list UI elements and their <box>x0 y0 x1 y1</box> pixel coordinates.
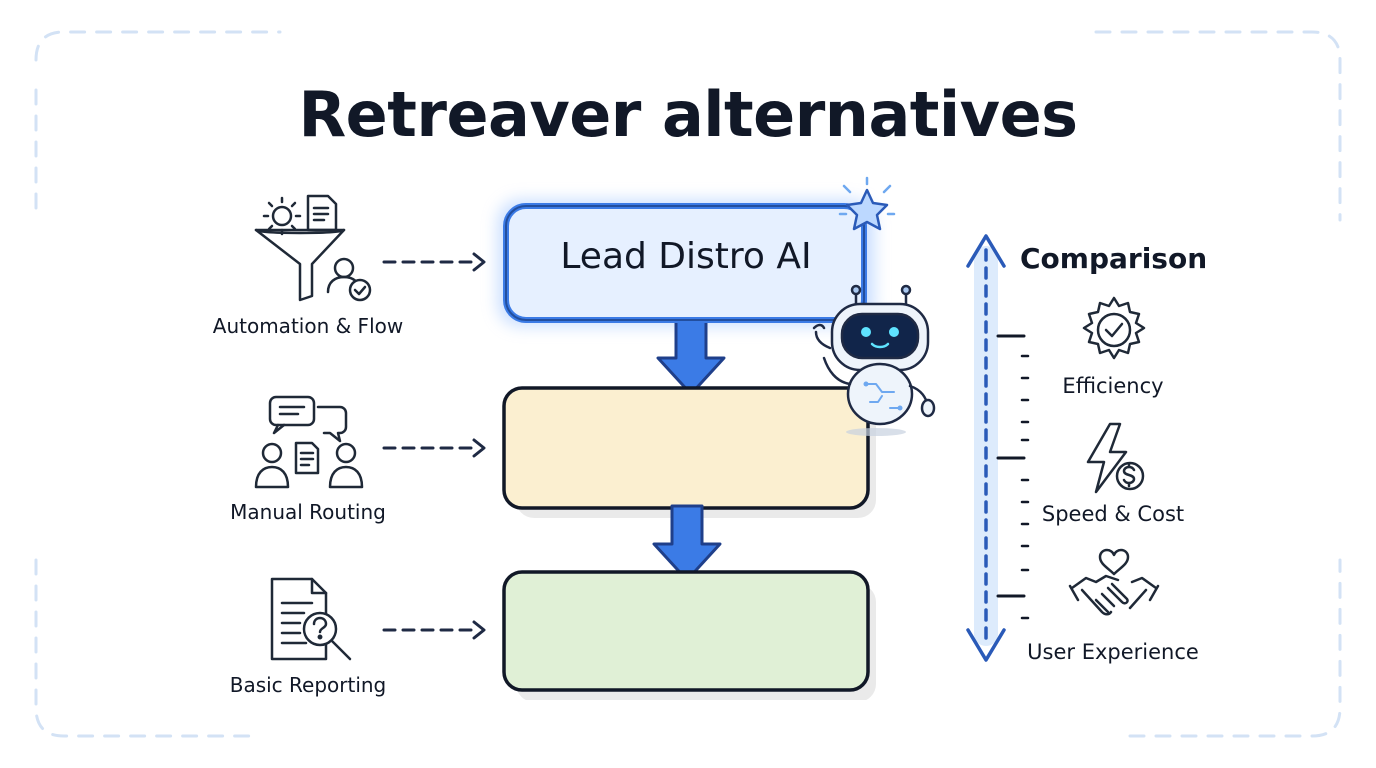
center-stack <box>498 200 876 700</box>
right-label-speed-cost: Speed & Cost <box>1041 502 1185 526</box>
right-label-efficiency: Efficiency <box>1062 374 1164 398</box>
star-sparkle-icon <box>838 176 896 231</box>
robot-mascot-icon <box>812 284 936 436</box>
document-magnifier-question-icon <box>270 577 352 661</box>
dashed-arrow-basic-reporting <box>382 620 486 640</box>
comparison-scale <box>966 234 1030 662</box>
dashed-arrow-automation <box>382 252 486 272</box>
lead-distro-box-label: Lead Distro AI <box>560 236 812 277</box>
lightning-dollar-icon <box>1086 422 1145 494</box>
gear-check-icon <box>1082 296 1146 360</box>
down-arrow-1 <box>656 318 726 396</box>
down-arrow-2 <box>652 504 722 582</box>
left-label-basic-reporting: Basic Reporting <box>229 673 387 697</box>
funnel-gear-document-user-check-icon <box>254 194 372 302</box>
dashed-arrow-manual-routing <box>382 438 486 458</box>
left-label-automation: Automation & Flow <box>212 314 404 338</box>
page-title: Retreaver alternatives <box>298 78 1078 151</box>
right-label-user-experience: User Experience <box>1027 640 1199 664</box>
chat-bubbles-people-document-icon <box>254 395 364 489</box>
left-label-manual-routing: Manual Routing <box>230 500 386 524</box>
handshake-heart-icon <box>1068 548 1160 616</box>
comparison-heading: Comparison <box>1020 242 1208 275</box>
